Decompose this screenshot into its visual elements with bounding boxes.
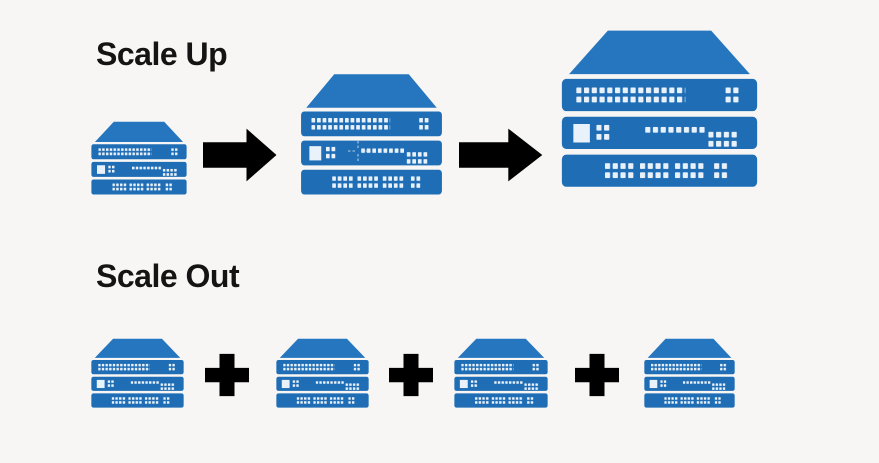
plus-icon [389,353,433,397]
arrow-right-icon [203,128,277,182]
server-stack-1-icon [91,338,184,408]
server-stack-large-icon [561,30,758,187]
server-stack-3-icon [454,338,548,408]
server-stack-4-icon [644,338,735,408]
crosshair-cursor-icon [348,141,368,161]
server-stack-small-icon [91,121,187,195]
plus-icon [575,353,619,397]
scale-out-heading: Scale Out [96,258,240,294]
plus-icon [205,353,249,397]
server-stack-2-icon [276,338,369,408]
scale-up-heading: Scale Up [96,36,228,72]
arrow-right-icon [459,128,543,182]
server-stack-medium-icon [301,74,442,195]
